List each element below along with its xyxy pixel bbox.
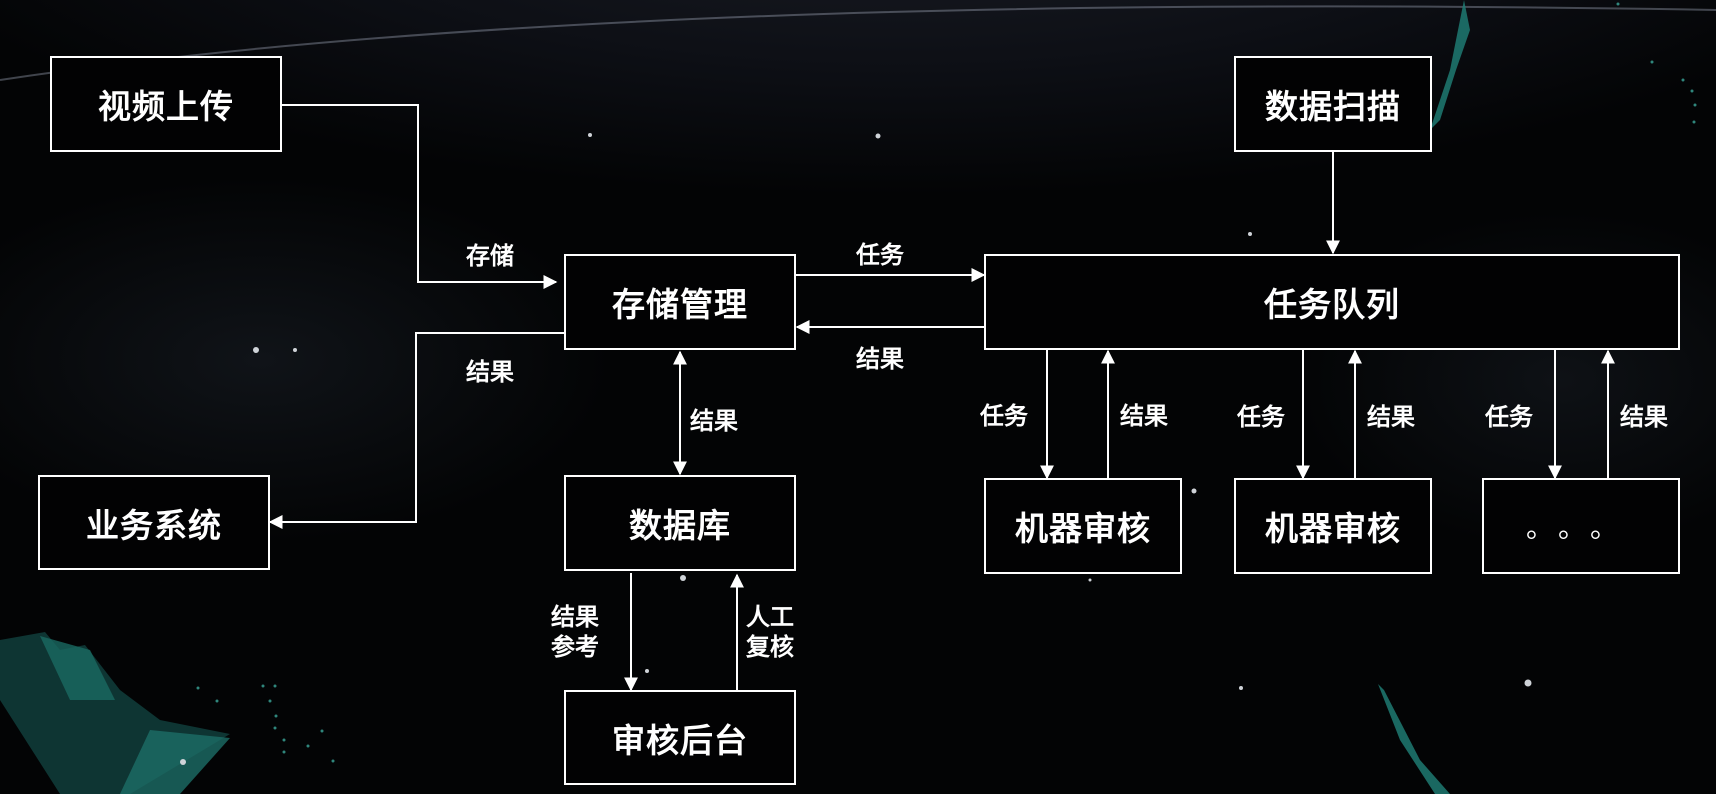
teal-shard-left-2	[40, 636, 115, 700]
label-result-worker1: 结果	[1120, 402, 1168, 430]
label-task-to-queue: 任务	[856, 241, 904, 269]
teal-shard-top-right	[1430, 0, 1470, 130]
teal-shard-left-3	[120, 730, 230, 794]
node-storage-management: 存储管理	[564, 254, 796, 350]
label-line: 结果	[551, 603, 599, 631]
edge-upload-to-storage	[282, 104, 558, 289]
node-review-backend: 审核后台	[564, 690, 796, 785]
label-result-db: 结果	[690, 407, 738, 435]
node-more-workers: 。。。	[1482, 478, 1680, 574]
node-task-queue: 任务队列	[984, 254, 1680, 350]
label-result-business: 结果	[466, 358, 514, 386]
edge-storage-to-business	[268, 332, 564, 529]
node-business-system: 业务系统	[38, 475, 270, 570]
horizon-glow	[0, 5, 1716, 81]
label-task-worker3: 任务	[1485, 403, 1533, 431]
label-line: 复核	[746, 633, 794, 661]
label-task-worker2: 任务	[1237, 403, 1285, 431]
node-data-scan: 数据扫描	[1234, 56, 1432, 152]
label-result-from-queue: 结果	[856, 345, 904, 373]
node-machine-review-1: 机器审核	[984, 478, 1182, 574]
node-machine-review-2: 机器审核	[1234, 478, 1432, 574]
node-database: 数据库	[564, 475, 796, 571]
teal-dots	[196, 2, 1697, 763]
label-result-worker3: 结果	[1620, 403, 1668, 431]
teal-shard-bottom-right	[1378, 684, 1450, 794]
node-video-upload: 视频上传	[50, 56, 282, 152]
label-result-worker2: 结果	[1367, 403, 1415, 431]
label-line: 人工	[746, 603, 794, 631]
label-store: 存储	[466, 242, 514, 270]
label-task-worker1: 任务	[980, 402, 1028, 430]
label-manual-review: 人工 复核	[746, 602, 794, 662]
label-result-reference: 结果 参考	[551, 602, 599, 662]
label-line: 参考	[551, 633, 599, 661]
